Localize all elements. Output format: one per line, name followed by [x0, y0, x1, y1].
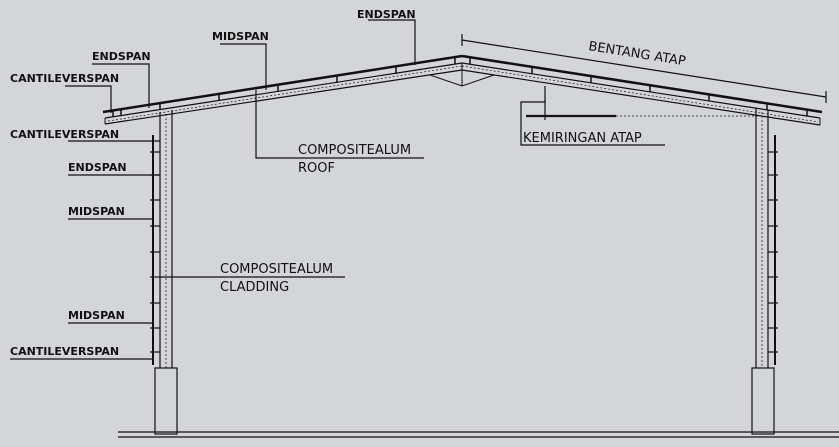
label-wall-cantilever-bottom: CANTILEVERSPAN — [10, 345, 119, 358]
ground-line — [118, 431, 839, 438]
roof-right — [461, 54, 823, 126]
label-roof-span: BENTANG ATAP — [587, 39, 686, 69]
label-roof-material-type: ROOF — [298, 161, 335, 176]
label-wall-material: COMPOSITEALUM — [220, 262, 333, 277]
label-roof-endspan-left: ENDSPAN — [92, 50, 151, 63]
label-roof-material: COMPOSITEALUM — [298, 143, 411, 158]
slope-marker — [520, 86, 760, 146]
label-wall-cantilever-top: CANTILEVERSPAN — [10, 128, 119, 141]
label-roof-slope: KEMIRINGAN ATAP — [523, 131, 642, 146]
label-wall-material-type: CLADDING — [220, 280, 289, 295]
span-dimension — [461, 34, 827, 103]
roof-left — [102, 54, 463, 125]
label-roof-midspan: MIDSPAN — [212, 30, 269, 43]
label-wall-endspan: ENDSPAN — [68, 161, 127, 174]
leader-lines — [10, 19, 424, 360]
left-column — [150, 110, 178, 435]
right-column — [751, 108, 778, 435]
label-roof-endspan-top: ENDSPAN — [357, 8, 416, 21]
label-roof-cantilever: CANTILEVERSPAN — [10, 72, 119, 85]
purlins — [112, 57, 808, 117]
label-wall-midspan-bottom: MIDSPAN — [68, 309, 125, 322]
label-wall-midspan-top: MIDSPAN — [68, 205, 125, 218]
